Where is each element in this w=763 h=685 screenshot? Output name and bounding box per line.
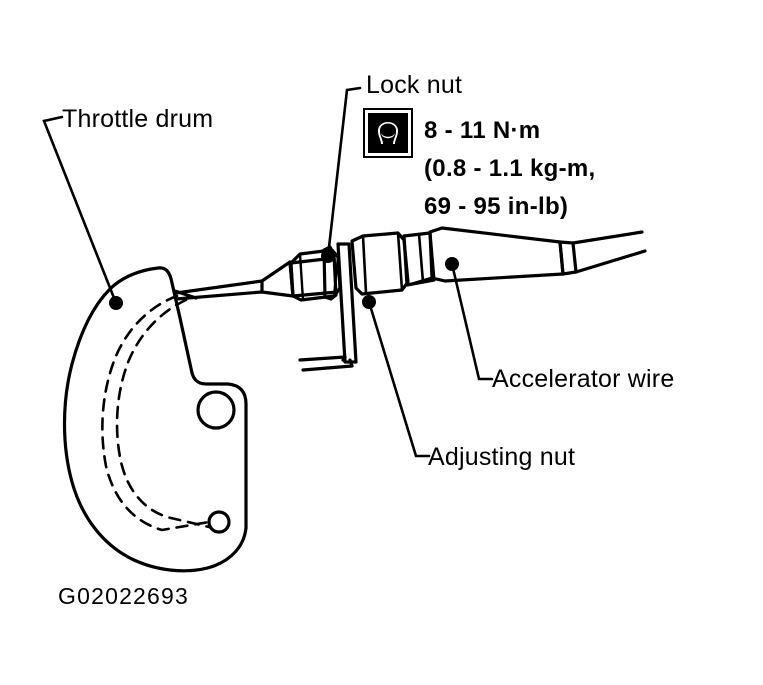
figure-id-code: G02022693 <box>58 583 190 609</box>
throttle-drum-cable-anchor-hole <box>207 510 231 534</box>
torque-spec-line-nm: 8 - 11 N·m <box>424 117 541 144</box>
leader-dot-adjusting-nut <box>362 295 376 309</box>
adjusting-nut-body <box>288 256 339 298</box>
leader-dot-accelerator-wire <box>445 257 459 271</box>
throttle-drum-outline <box>62 266 248 573</box>
torque-spec-line-kgm: (0.8 - 1.1 kg-m, <box>424 155 596 182</box>
leader-dot-lock-nut <box>321 249 335 263</box>
outer-cable-bottom-line <box>574 249 647 274</box>
accelerator-wire-casing <box>428 226 565 283</box>
callout-label-adjusting-nut: Adjusting nut <box>428 443 576 471</box>
torque-spec-line-inlb: 69 - 95 in-lb) <box>424 193 569 220</box>
lock-nut-facet-1 <box>361 234 368 295</box>
leader-adjusting-nut <box>367 300 431 458</box>
leader-lock-nut <box>326 86 362 258</box>
inner-wire-upper <box>174 279 264 295</box>
mounting-bracket-leg <box>301 358 354 372</box>
cable-groove-dashed-outer <box>101 294 211 532</box>
leader-throttle-drum <box>42 115 118 305</box>
leader-accelerator-wire <box>450 262 494 381</box>
callout-label-throttle-drum: Throttle drum <box>62 105 214 133</box>
callout-label-lock-nut: Lock nut <box>366 71 463 99</box>
accelerator-wire-ferrule-band <box>558 240 578 276</box>
cable-groove-dashed-inner <box>115 298 211 529</box>
cable-cone-ferrule <box>260 260 295 298</box>
mounting-bracket-plate <box>336 242 358 364</box>
lock-nut-facet-2 <box>396 231 404 292</box>
throttle-drum-mount-hole <box>196 390 236 430</box>
casing-lower-stub <box>410 276 434 286</box>
inner-wire-lower <box>174 290 264 301</box>
adjusting-nut-facet-upper <box>298 252 305 302</box>
torque-wrench-icon <box>363 108 413 158</box>
outer-cable-top-line <box>571 230 644 245</box>
callout-label-accelerator-wire: Accelerator wire <box>492 365 675 393</box>
leader-dot-throttle-drum <box>109 296 123 310</box>
mounting-bracket-leg-2 <box>298 355 347 362</box>
cable-adapter-rib <box>417 232 425 284</box>
